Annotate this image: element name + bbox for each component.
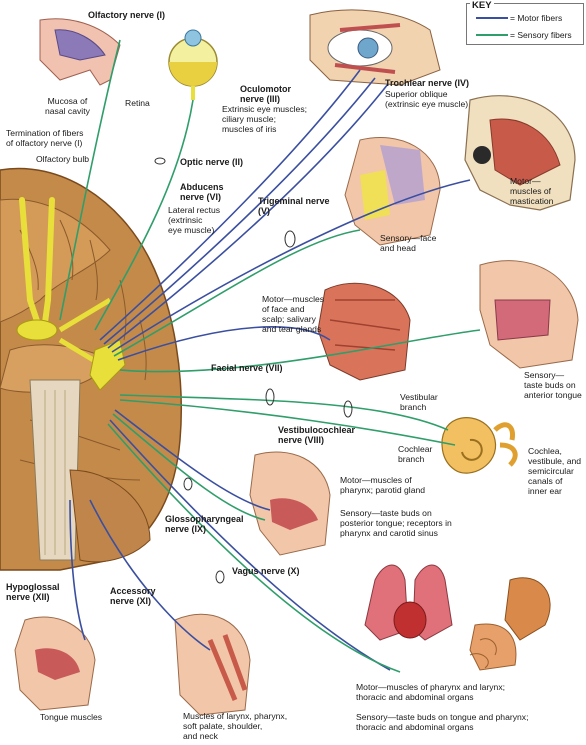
nerve-fibers (59, 39, 481, 673)
label-cochlear-branch: Cochlear branch (398, 444, 433, 464)
label-mucosa: Mucosa of nasal cavity (45, 96, 90, 116)
neck-illustration (174, 613, 251, 716)
label-abducens: Abducens nerve (VI) (180, 182, 224, 202)
face-muscles-illustration (317, 282, 411, 381)
legend-swatches (476, 17, 508, 36)
label-motor-face: Motor—muscles of face and scalp; salivar… (262, 294, 325, 334)
pharynx-illustration (249, 451, 331, 556)
label-sensory-thoracic: Sensory—taste buds on tongue and pharynx… (356, 712, 529, 732)
orbit-illustration (309, 9, 441, 86)
face-sensory-illustration (344, 136, 441, 246)
label-sensory-face: Sensory—face and head (380, 233, 437, 253)
label-motor-thoracic: Motor—muscles of pharynx and larynx; tho… (356, 682, 506, 702)
label-tongue-muscles: Tongue muscles (40, 712, 103, 722)
label-oculomotor-desc: Extrinsic eye muscles; ciliary muscle; m… (222, 104, 308, 134)
label-sensory-posterior: Sensory—taste buds on posterior tongue; … (340, 508, 452, 538)
label-motor-pharynx: Motor—muscles of pharynx; parotid gland (340, 475, 426, 495)
label-olfactory-bulb: Olfactory bulb (36, 154, 90, 164)
label-trochlear-desc: Superior oblique (extrinsic eye muscle) (385, 89, 469, 109)
label-retina: Retina (125, 98, 150, 108)
label-termination: Termination of fibers of olfactory nerve… (6, 128, 84, 148)
label-facial: Facial nerve (VII) (211, 363, 283, 373)
label-trigeminal: Trigeminal nerve (V) (258, 196, 330, 216)
legend-motor: = Motor fibers (510, 13, 563, 23)
nasal-cavity-illustration (39, 18, 121, 86)
label-hypoglossal: Hypoglossal nerve (XII) (6, 582, 60, 602)
inner-ear-illustration (441, 417, 518, 474)
label-vestibular-branch: Vestibular branch (400, 392, 438, 412)
label-oculomotor: Oculomotor nerve (III) (240, 84, 291, 104)
brain-illustration (0, 167, 182, 571)
label-muscles-larynx: Muscles of larynx, pharynx, soft palate,… (183, 711, 288, 741)
label-glossopharyngeal: Glossopharyngeal nerve (IX) (165, 514, 244, 534)
label-cochlea-desc: Cochlea, vestibule, and semicircular can… (528, 446, 582, 496)
skull-illustration (464, 95, 576, 211)
label-motor-mastication: Motor— muscles of mastication (510, 176, 554, 206)
legend-sensory: = Sensory fibers (510, 30, 572, 40)
head-taste-illustration (479, 260, 579, 369)
thoracic-organs-illustration (364, 564, 453, 641)
label-abducens-desc: Lateral rectus (extrinsic eye muscle) (168, 205, 221, 235)
abdominal-organs-illustration (469, 577, 551, 671)
eye-illustration (168, 29, 218, 100)
label-vestibulocochlear: Vestibulocochlear nerve (VIII) (278, 425, 356, 445)
legend-title: KEY (470, 0, 494, 11)
label-accessory: Accessory nerve (XI) (110, 586, 156, 606)
label-optic-nerve: Optic nerve (II) (180, 157, 244, 167)
label-vagus: Vagus nerve (X) (232, 566, 300, 576)
nerve-markers (154, 157, 353, 584)
label-sensory-taste: Sensory— taste buds on anterior tongue (524, 370, 582, 400)
label-trochlear: Trochlear nerve (IV) (385, 78, 470, 88)
label-olfactory-nerve: Olfactory nerve (I) (88, 10, 166, 20)
tongue-head-illustration (14, 616, 96, 711)
